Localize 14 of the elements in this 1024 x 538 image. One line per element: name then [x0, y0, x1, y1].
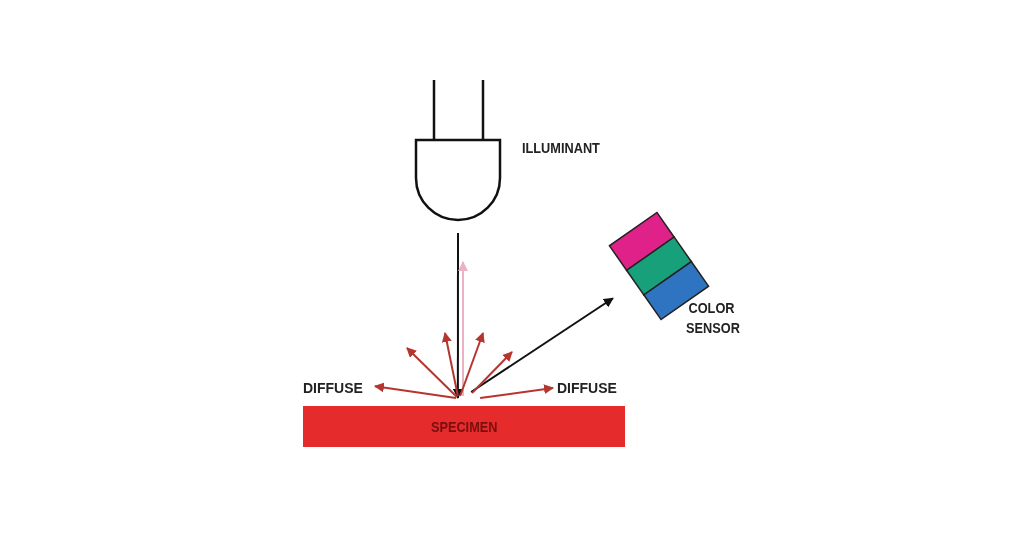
light-arrow — [479, 384, 554, 399]
ray-arrow — [441, 332, 459, 397]
ray-arrow — [458, 261, 468, 397]
ray-arrow — [459, 332, 485, 397]
light-arrow — [452, 232, 463, 399]
ray-arrow — [471, 351, 513, 394]
specimen-label: SPECIMEN — [430, 418, 498, 435]
ray-arrow — [406, 347, 458, 398]
diffuse-label: DIFFUSE — [303, 379, 367, 397]
light-arrow — [374, 382, 457, 399]
specimen-bar — [303, 406, 625, 447]
component-label: ILLUMINANT — [522, 138, 600, 158]
diffuse-label: DIFFUSE — [557, 379, 621, 397]
light-arrow — [470, 297, 614, 393]
